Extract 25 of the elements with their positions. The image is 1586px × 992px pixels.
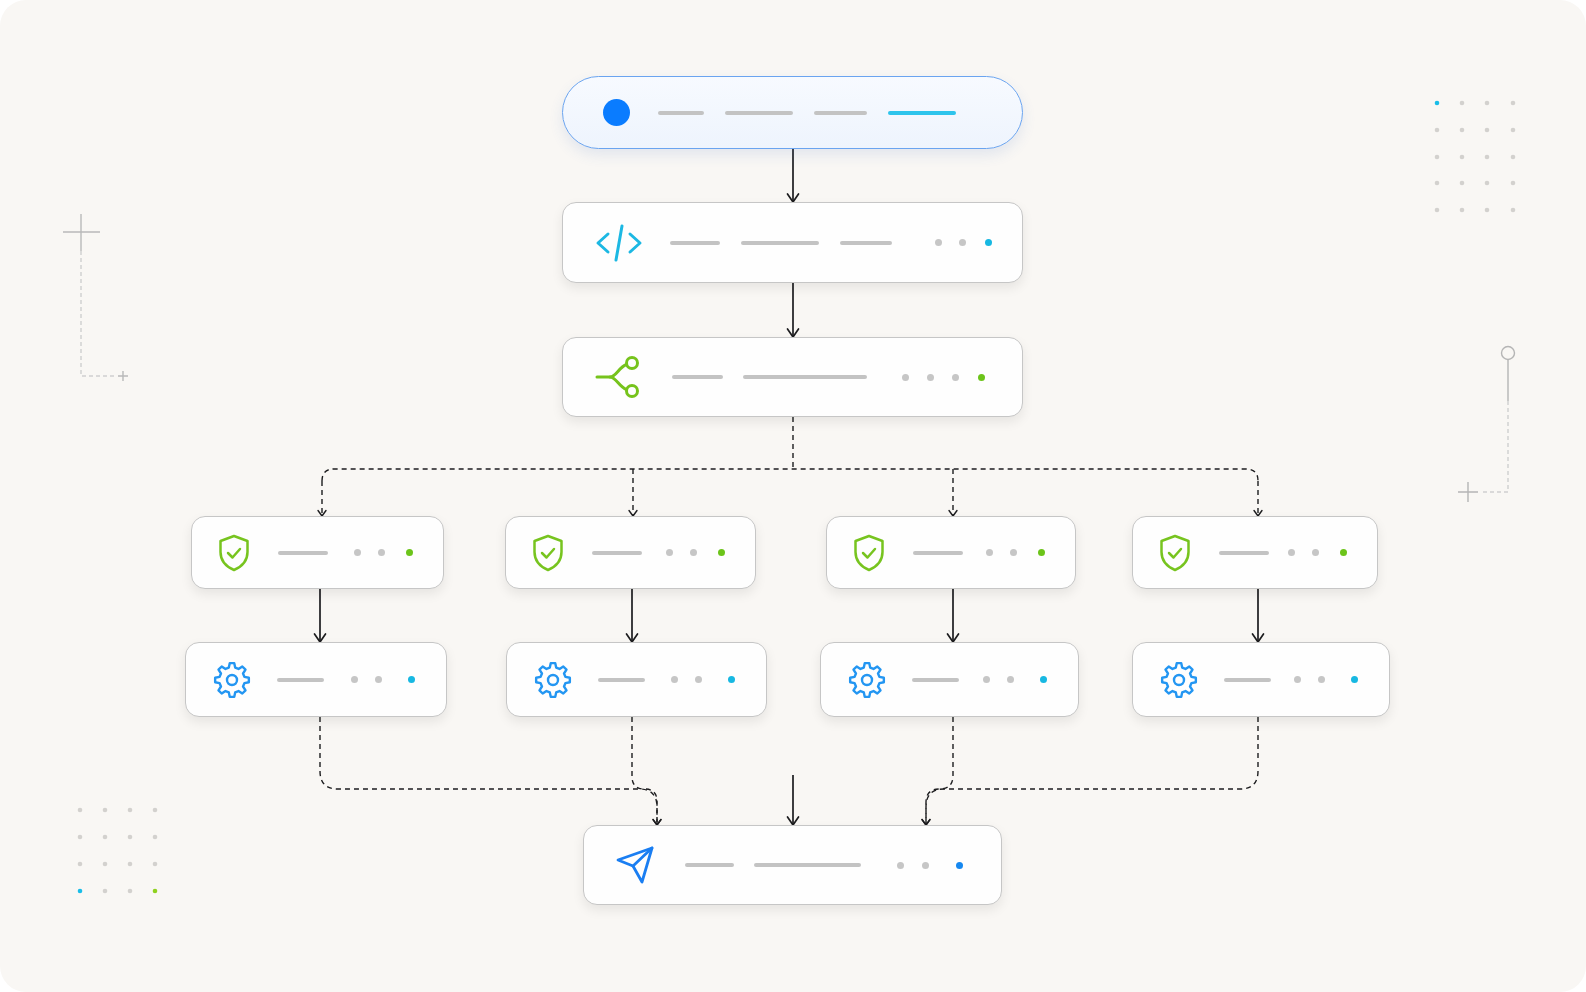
arrow xyxy=(786,282,800,338)
arrow xyxy=(786,148,800,203)
step-card xyxy=(820,642,1079,717)
step-card xyxy=(562,337,1023,417)
step-card xyxy=(1132,642,1390,717)
arrow xyxy=(313,588,327,643)
dashed-arrow xyxy=(1253,480,1263,517)
step-card xyxy=(191,516,444,589)
arrow xyxy=(946,588,960,643)
step-card xyxy=(826,516,1076,589)
arrow xyxy=(786,774,800,826)
dashed-arrow xyxy=(628,468,638,517)
dashed-arrow xyxy=(948,468,958,517)
step-card xyxy=(185,642,447,717)
step-card xyxy=(1132,516,1378,589)
dashed-connector xyxy=(321,416,1259,482)
step-card xyxy=(505,516,756,589)
step-card xyxy=(562,202,1023,283)
dashed-arrow xyxy=(921,716,1259,826)
arrow xyxy=(625,588,639,643)
step-card xyxy=(583,825,1002,905)
step-card xyxy=(506,642,767,717)
arrow xyxy=(1251,588,1265,643)
dashed-arrow xyxy=(631,716,662,826)
dashed-arrow xyxy=(317,480,327,517)
